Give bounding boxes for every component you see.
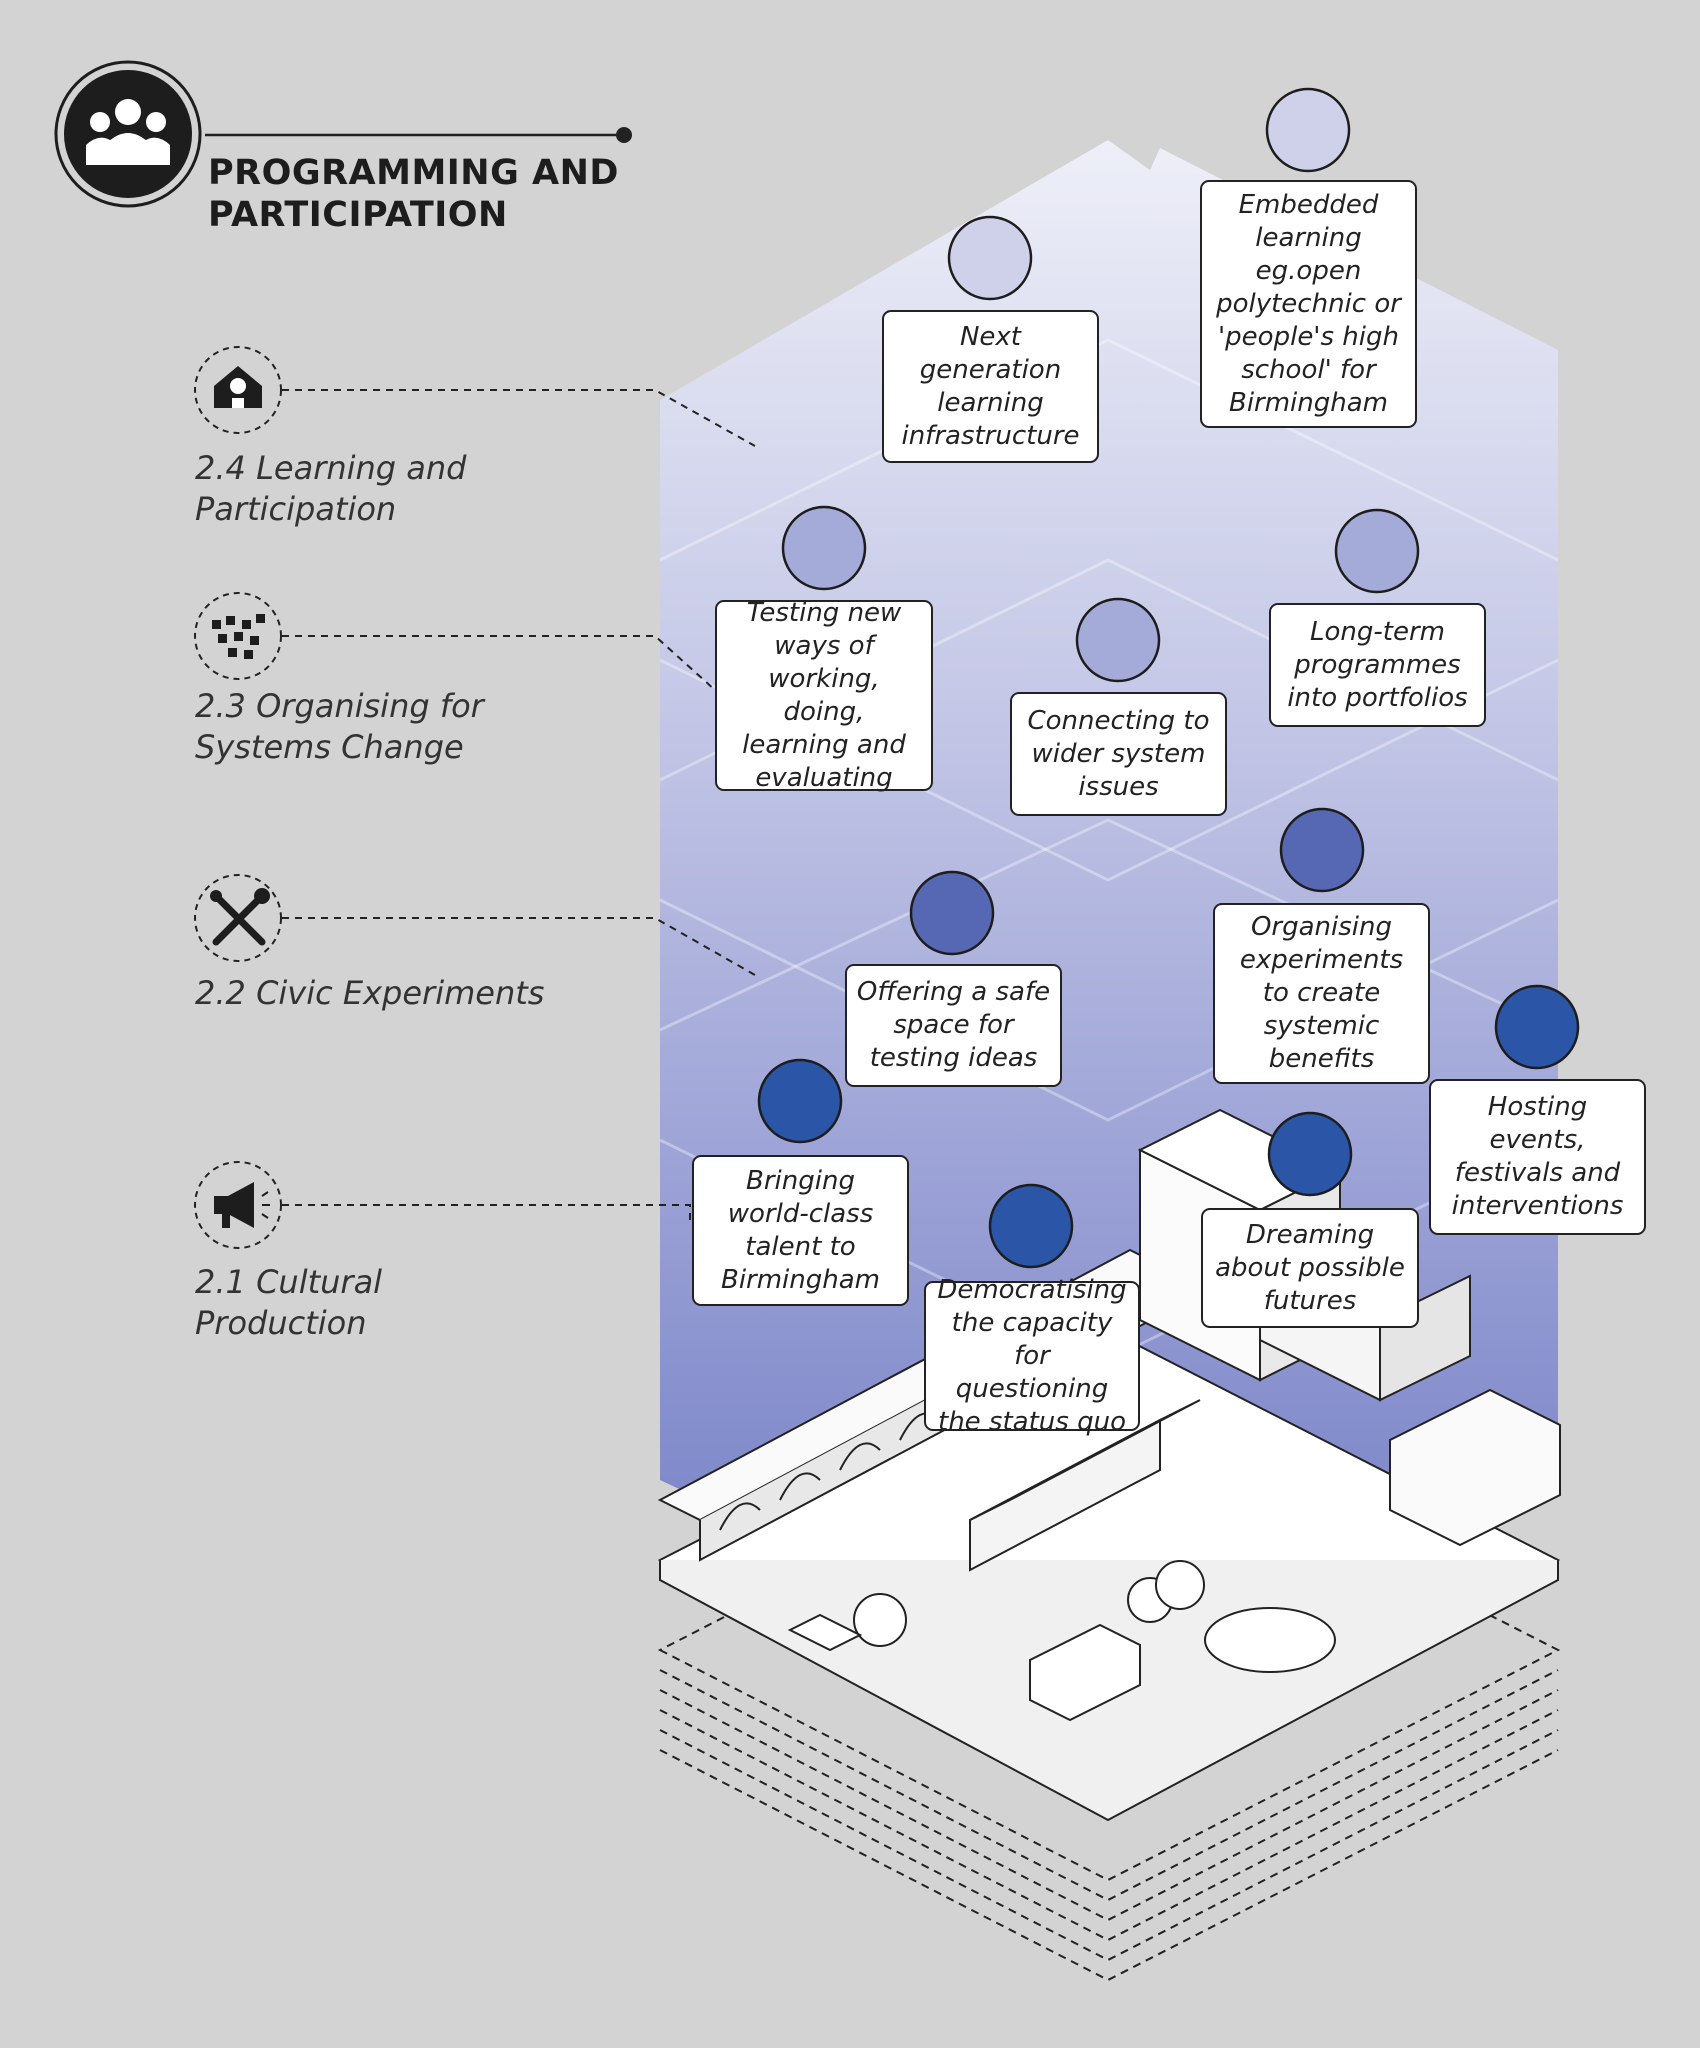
node-circle-0 [947,215,1033,301]
node-box-hosting-events: Hosting events, festivals and interventi… [1429,1079,1646,1235]
node-circle-7 [1494,984,1580,1070]
node-circles [757,87,1580,1269]
diagram-title: PROGRAMMING AND PARTICIPATION [208,153,619,235]
school-building-icon [194,346,282,434]
node-box-next-generation-learning: Next generation learning infrastructure [882,310,1099,463]
node-circle-1 [1265,87,1351,173]
node-box-democratising-capacity: Democratising the capacity for questioni… [924,1275,1140,1437]
people-group-icon [54,60,202,208]
node-box-testing-new-ways: Testing new ways of working, doing, lear… [715,598,933,793]
node-circle-9 [988,1183,1074,1269]
node-box-long-term-programmes: Long-term programmes into portfolios [1269,603,1486,727]
node-circle-6 [1279,807,1365,893]
node-circle-4 [1334,508,1420,594]
category-label-learning: 2.4 Learning and Participation [195,449,467,528]
node-box-bringing-talent: Bringing world-class talent to Birmingha… [692,1155,909,1306]
node-box-connecting-wider-issues: Connecting to wider system issues [1010,692,1227,816]
node-circle-2 [781,505,867,591]
megaphone-icon [194,1161,282,1249]
node-box-dreaming-futures: Dreaming about possible futures [1201,1208,1419,1328]
node-circle-3 [1075,597,1161,683]
category-label-cultural: 2.1 Cultural Production [195,1263,383,1342]
node-circle-8 [757,1058,843,1144]
node-box-safe-space: Offering a safe space for testing ideas [845,964,1062,1087]
network-squares-icon [194,592,282,680]
node-circle-10 [1267,1111,1353,1197]
node-box-embedded-learning: Embedded learning eg.open polytechnic or… [1200,180,1417,428]
category-label-civic: 2.2 Civic Experiments [195,974,545,1012]
title-connector-dot [616,127,632,143]
tools-wrench-screwdriver-icon [194,874,282,962]
node-box-organising-experiments: Organising experiments to create systemi… [1213,903,1430,1084]
dashed-connectors [282,389,756,1225]
node-circle-5 [909,870,995,956]
category-label-organising: 2.3 Organising for Systems Change [195,687,484,766]
